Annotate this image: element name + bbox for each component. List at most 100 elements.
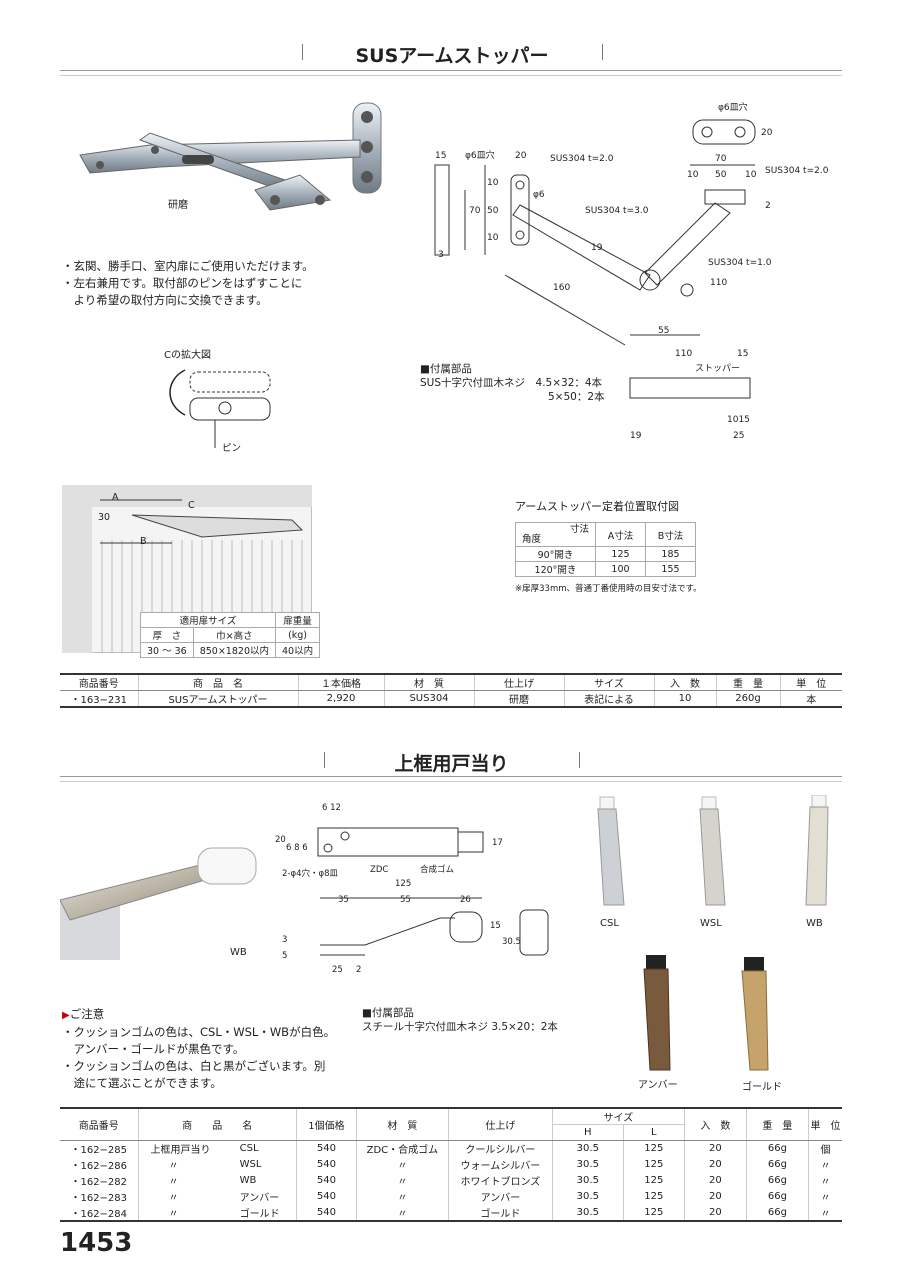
table-cell: 125 — [622, 1172, 685, 1189]
table-header: 商品番号 — [60, 1107, 138, 1141]
caution-line: ・クッションゴムの色は、CSL・WSL・WBが白色。 — [62, 1025, 336, 1039]
door-table-header: 厚 さ — [140, 627, 194, 643]
title-tick-right — [602, 44, 603, 60]
dim-19: 19 — [591, 243, 603, 253]
table-header: 商 品 名 — [137, 1107, 297, 1141]
table-cell: CSL — [239, 1143, 259, 1155]
door-installation-diagram — [62, 485, 312, 653]
table-cell: SUS304 — [383, 690, 474, 708]
table-cell: ・162−284 — [60, 1204, 138, 1222]
dim-t10b: 10 — [745, 170, 757, 180]
table-cell: 20 — [683, 1140, 747, 1157]
caution-title: ご注意 — [69, 1007, 105, 1021]
table-cell: 20 — [683, 1156, 747, 1173]
section1-rule — [60, 70, 842, 71]
variant-photos-bottom — [643, 955, 769, 1071]
table-row: ・162−283 〃 アンバー 540 〃 アンバー 30.5 125 20 6… — [60, 1188, 842, 1205]
dim-25: 25 — [332, 965, 343, 975]
note-line: ・玄関、勝手口、室内扉にご使用いただけます。 — [62, 259, 314, 273]
variant-label-wsl: WSL — [700, 918, 722, 929]
table-cell: ZDC・合成ゴム — [355, 1140, 449, 1157]
caution-line: ・クッションゴムの色は、白と黒がございます。別 — [62, 1059, 326, 1073]
dim-t10a: 10 — [687, 170, 699, 180]
dim-sus-a: SUS304 t=2.0 — [550, 154, 614, 164]
table-cell: 〃 — [807, 1156, 842, 1173]
table-header: 商 品 名 — [137, 673, 298, 691]
accessories2-block: ■付属部品 スチール十字穴付皿木ネジ 3.5×20：2本 — [362, 1006, 558, 1034]
table-cell: クールシルバー — [447, 1140, 553, 1157]
table-cell: 540 — [295, 1172, 357, 1189]
table-subheader: H — [551, 1124, 624, 1141]
table-cell: 10 — [653, 690, 716, 708]
title-tick-left — [302, 44, 303, 60]
dim-15: 15 — [435, 151, 446, 161]
dim-2: 2 — [356, 965, 361, 975]
position-note: ※扉厚33mm、普通丁番使用時の目安寸法です。 — [515, 584, 702, 594]
table-cell: ウォームシルバー — [447, 1156, 553, 1173]
table-cell: 〃 — [807, 1188, 842, 1205]
table-cell: 540 — [295, 1156, 357, 1173]
table-header: 入 数 — [653, 673, 716, 691]
accessories-line2: 5×50：2本 — [548, 391, 605, 403]
section1-rule-thin — [60, 75, 842, 76]
caution-line: アンバー・ゴールドが黒色です。 — [62, 1042, 245, 1056]
table-cell: 30.5 — [551, 1204, 624, 1222]
table-subheader: L — [622, 1124, 685, 1141]
table-cell: 260g — [715, 690, 780, 708]
position-cell: 185 — [645, 546, 696, 562]
table-row: ・162−282 〃 WB 540 〃 ホワイトブロンズ 30.5 125 20… — [60, 1172, 842, 1189]
table-cell: 125 — [622, 1156, 685, 1173]
dim-t50: 50 — [715, 170, 727, 180]
table-cell: SUSアームストッパー — [137, 690, 298, 708]
table-row: ・163−231 SUSアームストッパー 2,920 SUS304 研磨 表記に… — [60, 690, 842, 708]
position-header: A寸法 — [595, 522, 646, 547]
section2-rule-thin — [60, 781, 842, 782]
arm-stopper-photo — [79, 102, 382, 211]
accessories2-heading: ■付属部品 — [362, 1007, 414, 1019]
dim-160: 160 — [553, 283, 570, 293]
label-holes: 2-φ4穴・φ8皿 — [282, 868, 339, 879]
table-cell: 〃 — [355, 1188, 449, 1205]
table-cell: ゴールド — [239, 1204, 297, 1222]
arm-stopper-drawing: φ6皿穴 20 φ6皿穴 20 15 SUS304 t=2.0 70 10 50… — [434, 101, 829, 441]
table-header: サイズ — [551, 1107, 685, 1125]
dim-10b: 10 — [487, 233, 499, 243]
table-cell: 20 — [683, 1172, 747, 1189]
table-header: 商品番号 — [60, 673, 138, 691]
position-cell: 90°開き — [515, 546, 596, 562]
table-cell: 125 — [622, 1188, 685, 1205]
accessories2-line: スチール十字穴付皿木ネジ 3.5×20：2本 — [362, 1021, 558, 1033]
door-table-header: 巾×高さ — [192, 627, 277, 643]
dim-v15: 15 — [737, 349, 748, 359]
table-header: 重 量 — [715, 673, 780, 691]
table-header: 1個価格 — [295, 1107, 357, 1141]
note-line: より希望の取付方向に交換できます。 — [62, 293, 268, 307]
dim-phi6: φ6 — [533, 190, 545, 200]
table-header: 単 位 — [779, 673, 842, 691]
door-stop-photo-label: WB — [230, 947, 247, 958]
position-cell: 120°開き — [515, 561, 596, 577]
note-line: ・左右兼用です。取付部のピンをはずすことに — [62, 276, 303, 290]
table-cell: ・162−285 — [70, 1145, 128, 1157]
table-row: ・162−284 〃 ゴールド 540 〃 ゴールド 30.5 125 20 6… — [60, 1204, 842, 1222]
table-cell: WSL — [239, 1159, 262, 1170]
door-label-a: A — [112, 492, 119, 503]
table-cell: 〃 — [355, 1204, 449, 1222]
table-header: 仕上げ — [473, 673, 564, 691]
door-stop-photo — [60, 847, 257, 960]
dim-5: 5 — [282, 951, 287, 961]
dim-stopper: ストッパー — [695, 363, 740, 374]
label-rubber: 合成ゴム — [420, 864, 454, 875]
table-cell: 30.5 — [551, 1156, 624, 1173]
dim-sus-c: SUS304 t=2.0 — [765, 166, 829, 176]
dim-3: 3 — [438, 250, 444, 260]
door-label-c: C — [188, 500, 195, 511]
dim-55: 55 — [400, 895, 411, 905]
table-cell: 20 — [683, 1204, 747, 1222]
caution-line: 途にて選ぶことができます。 — [62, 1076, 222, 1090]
section1-notes: ・玄関、勝手口、室内扉にご使用いただけます。 ・左右兼用です。取付部のピンをはず… — [62, 258, 314, 309]
dim-6-12: 6 12 — [322, 803, 341, 813]
page-number: 1453 — [60, 1228, 133, 1258]
dim-hole-top: φ6皿穴 — [718, 101, 748, 113]
table-cell: 〃 — [807, 1172, 842, 1189]
